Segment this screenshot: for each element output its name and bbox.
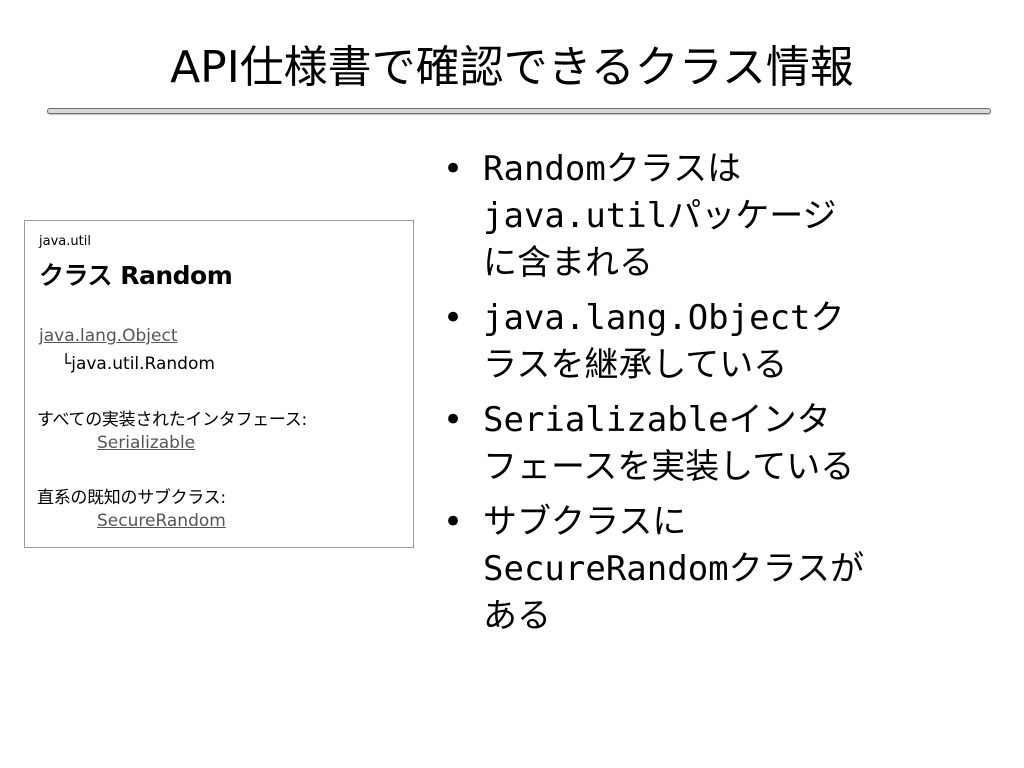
bullet-line: に含まれる <box>483 243 653 283</box>
interfaces-label: すべての実装されたインタフェース: <box>37 410 307 430</box>
bullet-text: Serializableインタ フェースを実装している <box>483 397 973 491</box>
package-name: java.util <box>39 234 91 249</box>
bullet-text: Randomクラスは java.utilパッケージ に含まれる <box>483 146 973 287</box>
bullet-marker: • <box>443 502 464 542</box>
bullet-line: java.lang.Objectク <box>483 298 845 338</box>
class-title: クラス Random <box>39 261 233 290</box>
slide-title: API仕様書で確認できるクラス情報 <box>170 42 854 93</box>
bullet-text: java.lang.Objectク ラスを継承している <box>483 295 973 389</box>
bullet-line: サブクラスに <box>483 502 687 542</box>
bullet-item-subclass: • サブクラスに SecureRandomクラスが ある <box>442 499 982 640</box>
bullet-line: Randomクラスは <box>483 149 742 189</box>
interface-link-serializable[interactable]: Serializable <box>97 433 196 453</box>
bullet-item-package: • Randomクラスは java.utilパッケージ に含まれる <box>442 146 982 287</box>
bullet-list: • Randomクラスは java.utilパッケージ に含まれる • java… <box>442 146 982 648</box>
bullet-line: SecureRandomクラスが <box>483 549 864 589</box>
api-doc-excerpt: java.util クラス Random java.lang.Object └j… <box>24 220 414 548</box>
bullet-marker: • <box>443 298 464 338</box>
bullet-item-inheritance: • java.lang.Objectク ラスを継承している <box>442 295 982 389</box>
bullet-line: java.utilパッケージ <box>483 196 837 236</box>
subclasses-label: 直系の既知のサブクラス: <box>37 488 226 508</box>
bullet-marker: • <box>443 149 464 189</box>
bullet-marker: • <box>443 400 464 440</box>
title-divider <box>47 108 991 114</box>
bullet-line: ラスを継承している <box>483 345 788 385</box>
bullet-line: フェースを実装している <box>483 447 855 487</box>
bullet-item-interface: • Serializableインタ フェースを実装している <box>442 397 982 491</box>
bullet-line: Serializableインタ <box>483 400 831 440</box>
bullet-text: サブクラスに SecureRandomクラスが ある <box>483 499 973 640</box>
inheritance-line: └java.util.Random <box>61 354 215 374</box>
parent-class-link[interactable]: java.lang.Object <box>39 326 178 346</box>
subclass-link-securerandom[interactable]: SecureRandom <box>97 511 226 531</box>
bullet-line: ある <box>483 596 551 636</box>
